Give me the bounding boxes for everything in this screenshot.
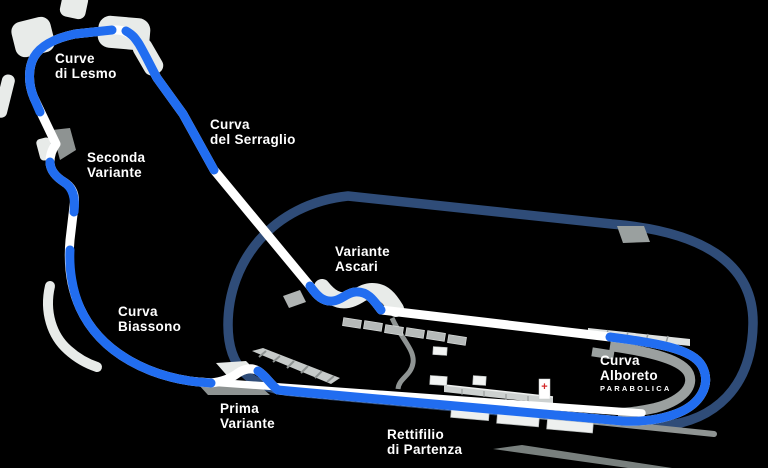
grandstand-row-west-hatching (258, 350, 335, 383)
label-prima-variante: Prima Variante (220, 401, 275, 431)
sector-blue-parabolica-straight (253, 332, 711, 426)
label-line: Curva (118, 304, 158, 319)
pit-building-roof-edge (443, 384, 554, 398)
sector-blue-lesmo-2-serraglio (121, 26, 219, 175)
runoff-left-sliver (0, 74, 15, 118)
pit-building-bays (461, 389, 529, 402)
label-curve-di-lesmo: Curve di Lesmo (55, 51, 117, 81)
medical-post-building (538, 378, 551, 400)
sector-blue-seconda-variante (45, 157, 79, 217)
building-parabolica-inner (591, 347, 615, 360)
label-line: di Lesmo (55, 66, 117, 82)
label-curva-del-serraglio: Curva del Serraglio (210, 117, 296, 147)
medical-cross-icon: + (541, 381, 547, 393)
label-line: Seconda (87, 150, 146, 165)
label-curva-alboreto: Curva Alboreto PARABOLICA (600, 353, 671, 394)
label-line: del Serraglio (210, 132, 296, 148)
road-bottom-strip (493, 445, 672, 468)
sector-blue-ascari (305, 281, 386, 315)
label-rettifilio-di-partenza: Rettifilio di Partenza (387, 427, 462, 457)
runoff-biassono (43, 281, 102, 372)
label-curva-biassono: Curva Biassono (118, 304, 181, 334)
label-line: Curva (600, 353, 640, 368)
pit-building (444, 385, 553, 404)
label-line: di Partenza (387, 442, 463, 458)
label-parabolica-subtitle: PARABOLICA (600, 384, 672, 394)
label-variante-ascari: Variante Ascari (335, 244, 390, 274)
label-line: Variante (87, 165, 142, 181)
block-ascari-entry (283, 290, 306, 308)
runoff-lesmo-top (59, 0, 89, 20)
label-line: Alboreto (600, 368, 658, 384)
label-line: Ascari (335, 259, 379, 275)
gravel-seconda-variante (52, 128, 76, 160)
label-line: Prima (220, 401, 260, 416)
sector-blue-lesmo-1 (25, 25, 117, 117)
label-line: Biassono (118, 319, 182, 335)
sector-blue-biassono (65, 245, 216, 388)
paddock-boxes (429, 346, 487, 386)
label-seconda-variante: Seconda Variante (87, 150, 145, 180)
label-line: Curve (55, 51, 95, 66)
oval-grandstand (617, 226, 650, 243)
medical-post: + (538, 378, 551, 400)
label-line: Curva (210, 117, 250, 132)
race-track (25, 25, 711, 426)
grandstand-row-back-straight (342, 317, 467, 346)
label-line: Variante (335, 244, 390, 259)
label-line: Rettifilio (387, 427, 444, 442)
label-line: Variante (220, 416, 275, 432)
